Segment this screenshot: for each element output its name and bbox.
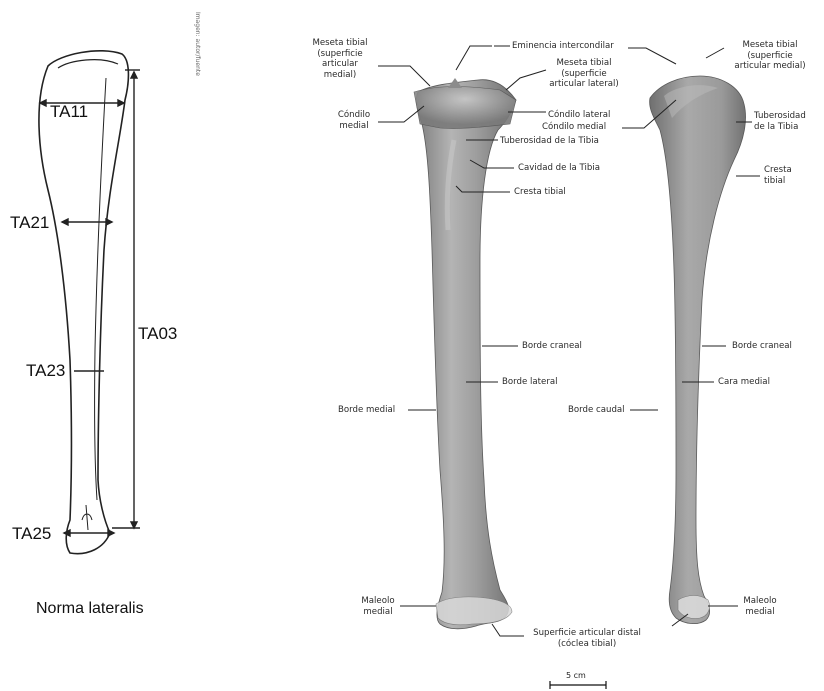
sketch-outline bbox=[39, 51, 129, 554]
sketch-inner-curve-2 bbox=[95, 78, 106, 500]
label-cresta-tibial-2: Cresta tibial bbox=[764, 165, 792, 186]
label-condilo-medial-2: Cóndilo medial bbox=[542, 122, 606, 133]
measure-ta21: TA21 bbox=[10, 213, 49, 233]
bone-1-shaft bbox=[416, 80, 516, 629]
measure-ta23: TA23 bbox=[26, 361, 65, 381]
label-borde-lateral: Borde lateral bbox=[502, 377, 558, 388]
label-condilo-medial-1: Cóndilo medial bbox=[330, 110, 378, 131]
label-eminencia-intercondilar: Eminencia intercondilar bbox=[512, 41, 614, 52]
label-borde-craneal-1: Borde craneal bbox=[522, 341, 582, 352]
label-maleolo-2: Maleolo medial bbox=[738, 596, 782, 617]
tibia-photo-1 bbox=[414, 78, 516, 629]
label-borde-medial: Borde medial bbox=[338, 405, 395, 416]
label-borde-craneal-2: Borde craneal bbox=[732, 341, 792, 352]
bone-2-distal bbox=[678, 596, 710, 619]
label-maleolo-1: Maleolo medial bbox=[356, 596, 400, 617]
measure-ta25: TA25 bbox=[12, 524, 51, 544]
label-meseta-tibial-medial: Meseta tibial (superficie articular medi… bbox=[302, 38, 378, 80]
scale-label: 5 cm bbox=[566, 671, 586, 680]
scale-bar bbox=[550, 681, 606, 689]
label-condilo-lateral: Cóndilo lateral bbox=[548, 110, 610, 121]
label-cara-medial: Cara medial bbox=[718, 377, 770, 388]
label-cresta-tibial-1: Cresta tibial bbox=[514, 187, 566, 198]
measure-ta03: TA03 bbox=[138, 324, 177, 344]
sketch-caption: Norma lateralis bbox=[36, 600, 144, 618]
margin-note: Imagen: autor/fuente bbox=[194, 12, 201, 76]
measure-ta11: TA11 bbox=[50, 102, 88, 122]
label-borde-caudal: Borde caudal bbox=[568, 405, 625, 416]
label-tuberosidad-1: Tuberosidad de la Tibia bbox=[500, 136, 599, 147]
measurement-lines bbox=[40, 70, 140, 536]
label-cavidad: Cavidad de la Tibia bbox=[518, 163, 600, 174]
bone-1-head bbox=[414, 87, 516, 129]
sketch-inner-curve bbox=[58, 60, 118, 68]
label-tuberosidad-2: Tuberosidad de la Tibia bbox=[754, 111, 806, 132]
label-meseta-tibial-medial-2: Meseta tibial (superficie articular medi… bbox=[722, 40, 818, 72]
tibia-outline-sketch bbox=[39, 51, 140, 554]
bone-1-distal bbox=[436, 597, 512, 625]
label-meseta-tibial-lateral: Meseta tibial (superficie articular late… bbox=[534, 58, 634, 90]
label-superficie-articular-distal: Superficie articular distal (cóclea tibi… bbox=[522, 628, 652, 649]
sketch-distal-detail bbox=[82, 505, 92, 530]
